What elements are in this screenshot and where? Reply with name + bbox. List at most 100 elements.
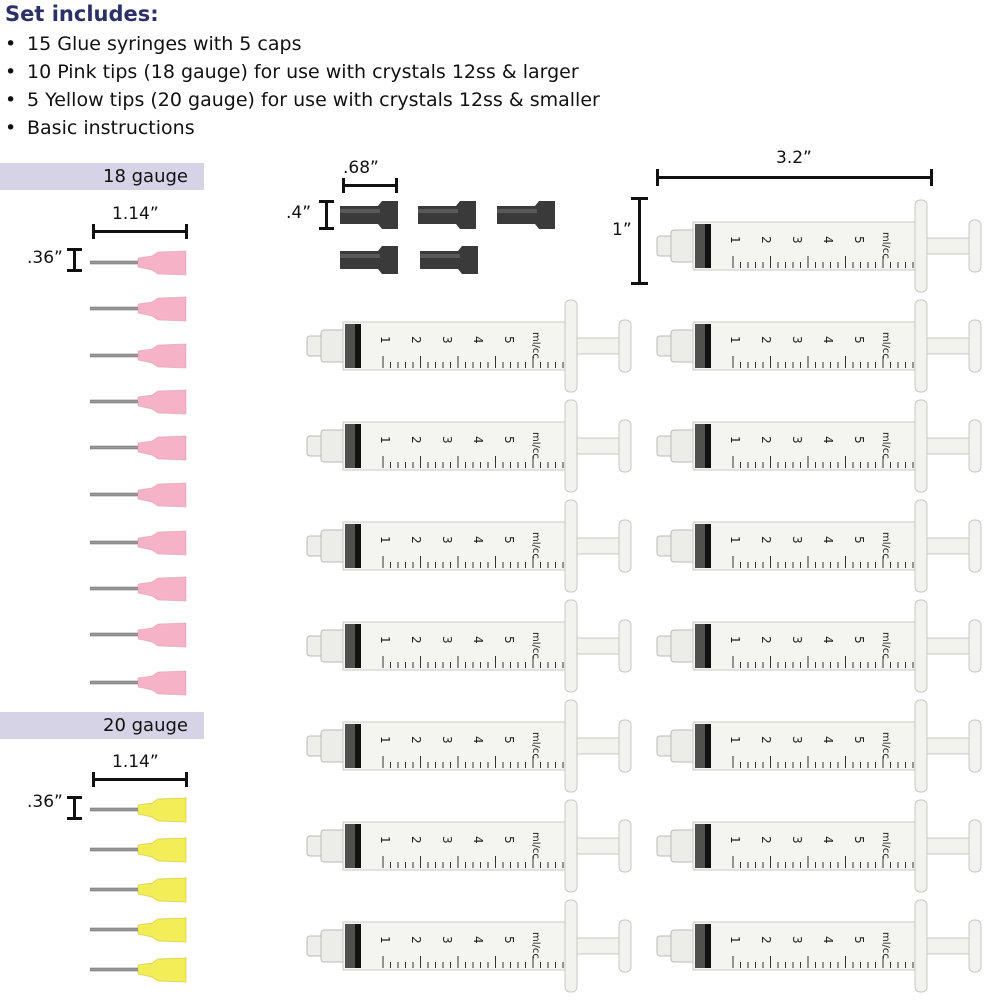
pink-tip bbox=[89, 296, 188, 326]
dimension-line bbox=[73, 796, 76, 820]
scale-number: 3 bbox=[790, 436, 804, 444]
scale-number: 3 bbox=[440, 536, 454, 544]
syringe-cap bbox=[495, 200, 557, 234]
scale-number: 2 bbox=[759, 536, 773, 544]
scale-number: 4 bbox=[471, 936, 485, 944]
scale-number: 2 bbox=[759, 436, 773, 444]
pink-length-label: 1.14” bbox=[112, 204, 159, 224]
scale-number: 5 bbox=[852, 436, 866, 444]
dimension-line bbox=[656, 169, 659, 186]
unit-label: ml/cc bbox=[880, 332, 891, 359]
scale-number: 2 bbox=[409, 836, 423, 844]
scale-number: 3 bbox=[790, 736, 804, 744]
scale-number: 3 bbox=[440, 636, 454, 644]
unit-label: ml/cc bbox=[530, 832, 541, 859]
dimension-line bbox=[92, 224, 95, 239]
pink-tip bbox=[89, 435, 188, 465]
scale-number: 1 bbox=[378, 836, 392, 844]
scale-number: 2 bbox=[759, 936, 773, 944]
scale-number: 2 bbox=[409, 536, 423, 544]
yellow-length-label: 1.14” bbox=[112, 752, 159, 772]
pink-tip bbox=[89, 250, 188, 280]
dimension-line bbox=[67, 796, 82, 799]
yellow-tip bbox=[89, 837, 188, 867]
contents-list: 15 Glue syringes with 5 caps 10 Pink tip… bbox=[5, 30, 600, 142]
scale-number: 1 bbox=[728, 836, 742, 844]
dimension-line bbox=[638, 197, 641, 285]
scale-number: 1 bbox=[728, 536, 742, 544]
scale-number: 1 bbox=[378, 536, 392, 544]
scale-number: 3 bbox=[440, 336, 454, 344]
scale-number: 2 bbox=[409, 336, 423, 344]
scale-number: 2 bbox=[409, 736, 423, 744]
syringe-height-label: 1” bbox=[612, 220, 632, 240]
scale-number: 1 bbox=[378, 936, 392, 944]
list-item: 10 Pink tips (18 gauge) for use with cry… bbox=[5, 58, 600, 86]
scale-number: 4 bbox=[821, 736, 835, 744]
unit-label: ml/cc bbox=[530, 332, 541, 359]
scale-number: 1 bbox=[728, 736, 742, 744]
scale-number: 4 bbox=[821, 636, 835, 644]
scale-number: 2 bbox=[409, 936, 423, 944]
syringe-cap bbox=[416, 200, 478, 234]
scale-number: 1 bbox=[378, 336, 392, 344]
dimension-line bbox=[930, 169, 933, 186]
pink-tip bbox=[89, 622, 188, 652]
scale-number: 5 bbox=[852, 936, 866, 944]
pink-tip bbox=[89, 530, 188, 560]
unit-label: ml/cc bbox=[880, 632, 891, 659]
pink-tip bbox=[89, 389, 188, 419]
scale-number: 1 bbox=[728, 936, 742, 944]
pink-tip bbox=[89, 343, 188, 373]
dimension-line bbox=[319, 200, 334, 203]
gauge-18-band: 18 gauge bbox=[0, 163, 204, 190]
yellow-tip bbox=[89, 917, 188, 947]
scale-number: 1 bbox=[728, 336, 742, 344]
dimension-line bbox=[342, 184, 398, 187]
scale-number: 5 bbox=[852, 536, 866, 544]
list-item: 15 Glue syringes with 5 caps bbox=[5, 30, 600, 58]
scale-number: 3 bbox=[790, 836, 804, 844]
scale-number: 4 bbox=[821, 336, 835, 344]
set-includes-title: Set includes: bbox=[5, 2, 159, 26]
scale-number: 2 bbox=[759, 636, 773, 644]
dimension-line bbox=[67, 269, 82, 272]
syringe-length-label: 3.2” bbox=[776, 148, 812, 168]
scale-number: 4 bbox=[471, 736, 485, 744]
scale-number: 4 bbox=[471, 636, 485, 644]
dimension-line bbox=[185, 224, 188, 239]
scale-number: 5 bbox=[502, 436, 516, 444]
scale-number: 5 bbox=[502, 936, 516, 944]
scale-number: 2 bbox=[759, 236, 773, 244]
syringe-cap bbox=[418, 245, 480, 279]
unit-label: ml/cc bbox=[880, 232, 891, 259]
dimension-line bbox=[67, 817, 82, 820]
scale-number: 3 bbox=[790, 336, 804, 344]
unit-label: ml/cc bbox=[880, 832, 891, 859]
dimension-line bbox=[395, 178, 398, 193]
scale-number: 3 bbox=[440, 936, 454, 944]
cap-length-label: .68” bbox=[343, 158, 379, 178]
dimension-line bbox=[67, 248, 82, 251]
scale-number: 1 bbox=[378, 636, 392, 644]
dimension-line bbox=[92, 772, 95, 787]
scale-number: 3 bbox=[790, 936, 804, 944]
pink-height-label: .36” bbox=[27, 248, 63, 268]
scale-number: 1 bbox=[728, 236, 742, 244]
scale-number: 5 bbox=[852, 336, 866, 344]
scale-number: 1 bbox=[728, 636, 742, 644]
scale-number: 2 bbox=[759, 736, 773, 744]
yellow-height-label: .36” bbox=[27, 792, 63, 812]
scale-number: 5 bbox=[502, 336, 516, 344]
